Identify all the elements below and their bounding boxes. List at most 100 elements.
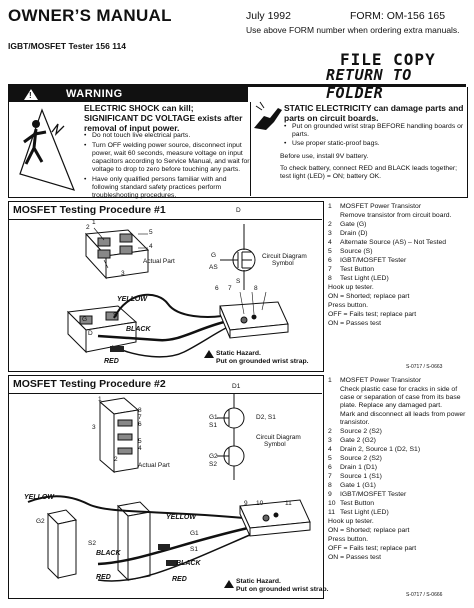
before-use-note: Before use, install 9V battery. bbox=[280, 153, 369, 160]
mosfet-symbol-1 bbox=[220, 224, 256, 290]
label-d1: D1 bbox=[232, 383, 241, 390]
product-subtitle: IGBT/MOSFET Tester 156 114 bbox=[8, 41, 126, 51]
list-item: Turn OFF welding power source, disconnec… bbox=[84, 142, 252, 174]
num-4: 4 bbox=[138, 445, 142, 452]
actual-part-label: Actual Part bbox=[143, 258, 175, 265]
lead-s2-label: S2 bbox=[88, 540, 96, 547]
procedure-2-title: MOSFET Testing Procedure #2 bbox=[13, 378, 166, 390]
red-lead-label-2a: RED bbox=[96, 574, 111, 581]
mosfet-part-2 bbox=[98, 397, 140, 474]
label-d: D bbox=[236, 207, 241, 214]
num-8: 8 bbox=[254, 285, 258, 292]
mosfet-part-1 bbox=[84, 229, 150, 280]
num-3: 3 bbox=[121, 270, 125, 277]
num-5: 5 bbox=[138, 438, 142, 445]
lead-g1-label: G1 bbox=[190, 530, 199, 537]
electric-shock-heading: ELECTRIC SHOCK can kill; SIGNIFICANT DC … bbox=[84, 103, 243, 133]
lead-g2-label: G2 bbox=[36, 518, 45, 525]
step-text: ON = Passes test bbox=[328, 320, 382, 327]
static-hand-icon bbox=[254, 101, 282, 130]
lead-d-label: D bbox=[88, 330, 93, 337]
legend-row: Mark and disconnect all leads from power… bbox=[340, 411, 466, 426]
warning-banner: WARNING bbox=[8, 87, 248, 102]
tester-box-1 bbox=[219, 301, 289, 339]
lead-g-label: G bbox=[82, 316, 88, 323]
num-9: 9 bbox=[244, 500, 248, 507]
step-text: OFF = Fails test; replace part bbox=[328, 545, 417, 552]
procedure-2-panel bbox=[8, 375, 324, 599]
static-hazard-1: Static Hazard. bbox=[216, 350, 261, 357]
label-s1: S1 bbox=[209, 422, 217, 429]
label-as: AS bbox=[209, 264, 218, 271]
manual-date: July 1992 bbox=[246, 10, 291, 22]
list-item: Do not touch live electrical parts. bbox=[84, 132, 252, 140]
legend-row: Check plastic case for cracks in side of… bbox=[340, 386, 461, 409]
yellow-lead-label: YELLOW bbox=[117, 296, 147, 303]
procedure-1-title: MOSFET Testing Procedure #1 bbox=[13, 204, 166, 216]
exclamation-icon: ! bbox=[29, 91, 32, 100]
num-5: 5 bbox=[149, 229, 153, 236]
circuit-diagram-label-2: Circuit Diagram bbox=[256, 434, 301, 441]
warning-triangle-icon bbox=[24, 89, 38, 100]
num-4: 4 bbox=[149, 243, 153, 250]
label-g2: G2 bbox=[209, 453, 218, 460]
step-text: ON = Passes test bbox=[328, 554, 382, 561]
label-g: G bbox=[211, 252, 217, 259]
legend-row: Remove transistor from circuit board. bbox=[340, 212, 452, 219]
step-text: Press button. bbox=[328, 302, 369, 309]
list-item: Have only qualified persons familiar wit… bbox=[84, 176, 252, 200]
electric-shock-icon bbox=[19, 108, 76, 191]
red-lead-label-2b: RED bbox=[172, 576, 187, 583]
step-text: Hook up tester. bbox=[328, 518, 374, 525]
battery-check-note: To check battery, connect RED and BLACK … bbox=[280, 165, 458, 180]
step-text: Press button. bbox=[328, 536, 369, 543]
num-1: 1 bbox=[92, 219, 96, 226]
num-1: 1 bbox=[98, 396, 102, 403]
mosfet-symbol-2 bbox=[217, 394, 245, 480]
black-lead-label-2a: BLACK bbox=[96, 550, 121, 557]
num-8: 8 bbox=[138, 407, 142, 414]
label-g1: G1 bbox=[209, 414, 218, 421]
procedure-1-diagram bbox=[66, 224, 289, 358]
step-text: Hook up tester. bbox=[328, 284, 374, 291]
warning-label: WARNING bbox=[66, 88, 123, 100]
label-s: S bbox=[236, 278, 241, 285]
warning-divider bbox=[250, 102, 251, 196]
procedure-1-rule bbox=[8, 219, 322, 220]
return-folder-stamp: RETURN TO FOLDER bbox=[326, 66, 412, 102]
num-7: 7 bbox=[138, 414, 142, 421]
form-number: FORM: OM-156 165 bbox=[350, 10, 446, 22]
header-rule bbox=[8, 84, 466, 87]
order-note: Use above FORM number when ordering extr… bbox=[246, 25, 460, 35]
actual-part-label-2: Actual Part bbox=[138, 462, 170, 469]
circuit-diagram-label: Circuit Diagram bbox=[262, 253, 307, 260]
num-2: 2 bbox=[86, 224, 90, 231]
black-lead-label: BLACK bbox=[126, 326, 151, 333]
num-6: 6 bbox=[215, 285, 219, 292]
wrist-strap-2: Put on grounded wrist strap. bbox=[236, 586, 329, 593]
figure-code-1: S-0717 / S-0663 bbox=[406, 364, 443, 370]
tester-box-2 bbox=[239, 499, 311, 537]
symbol-label: Symbol bbox=[272, 260, 294, 267]
procedure-2-rule bbox=[8, 393, 322, 394]
